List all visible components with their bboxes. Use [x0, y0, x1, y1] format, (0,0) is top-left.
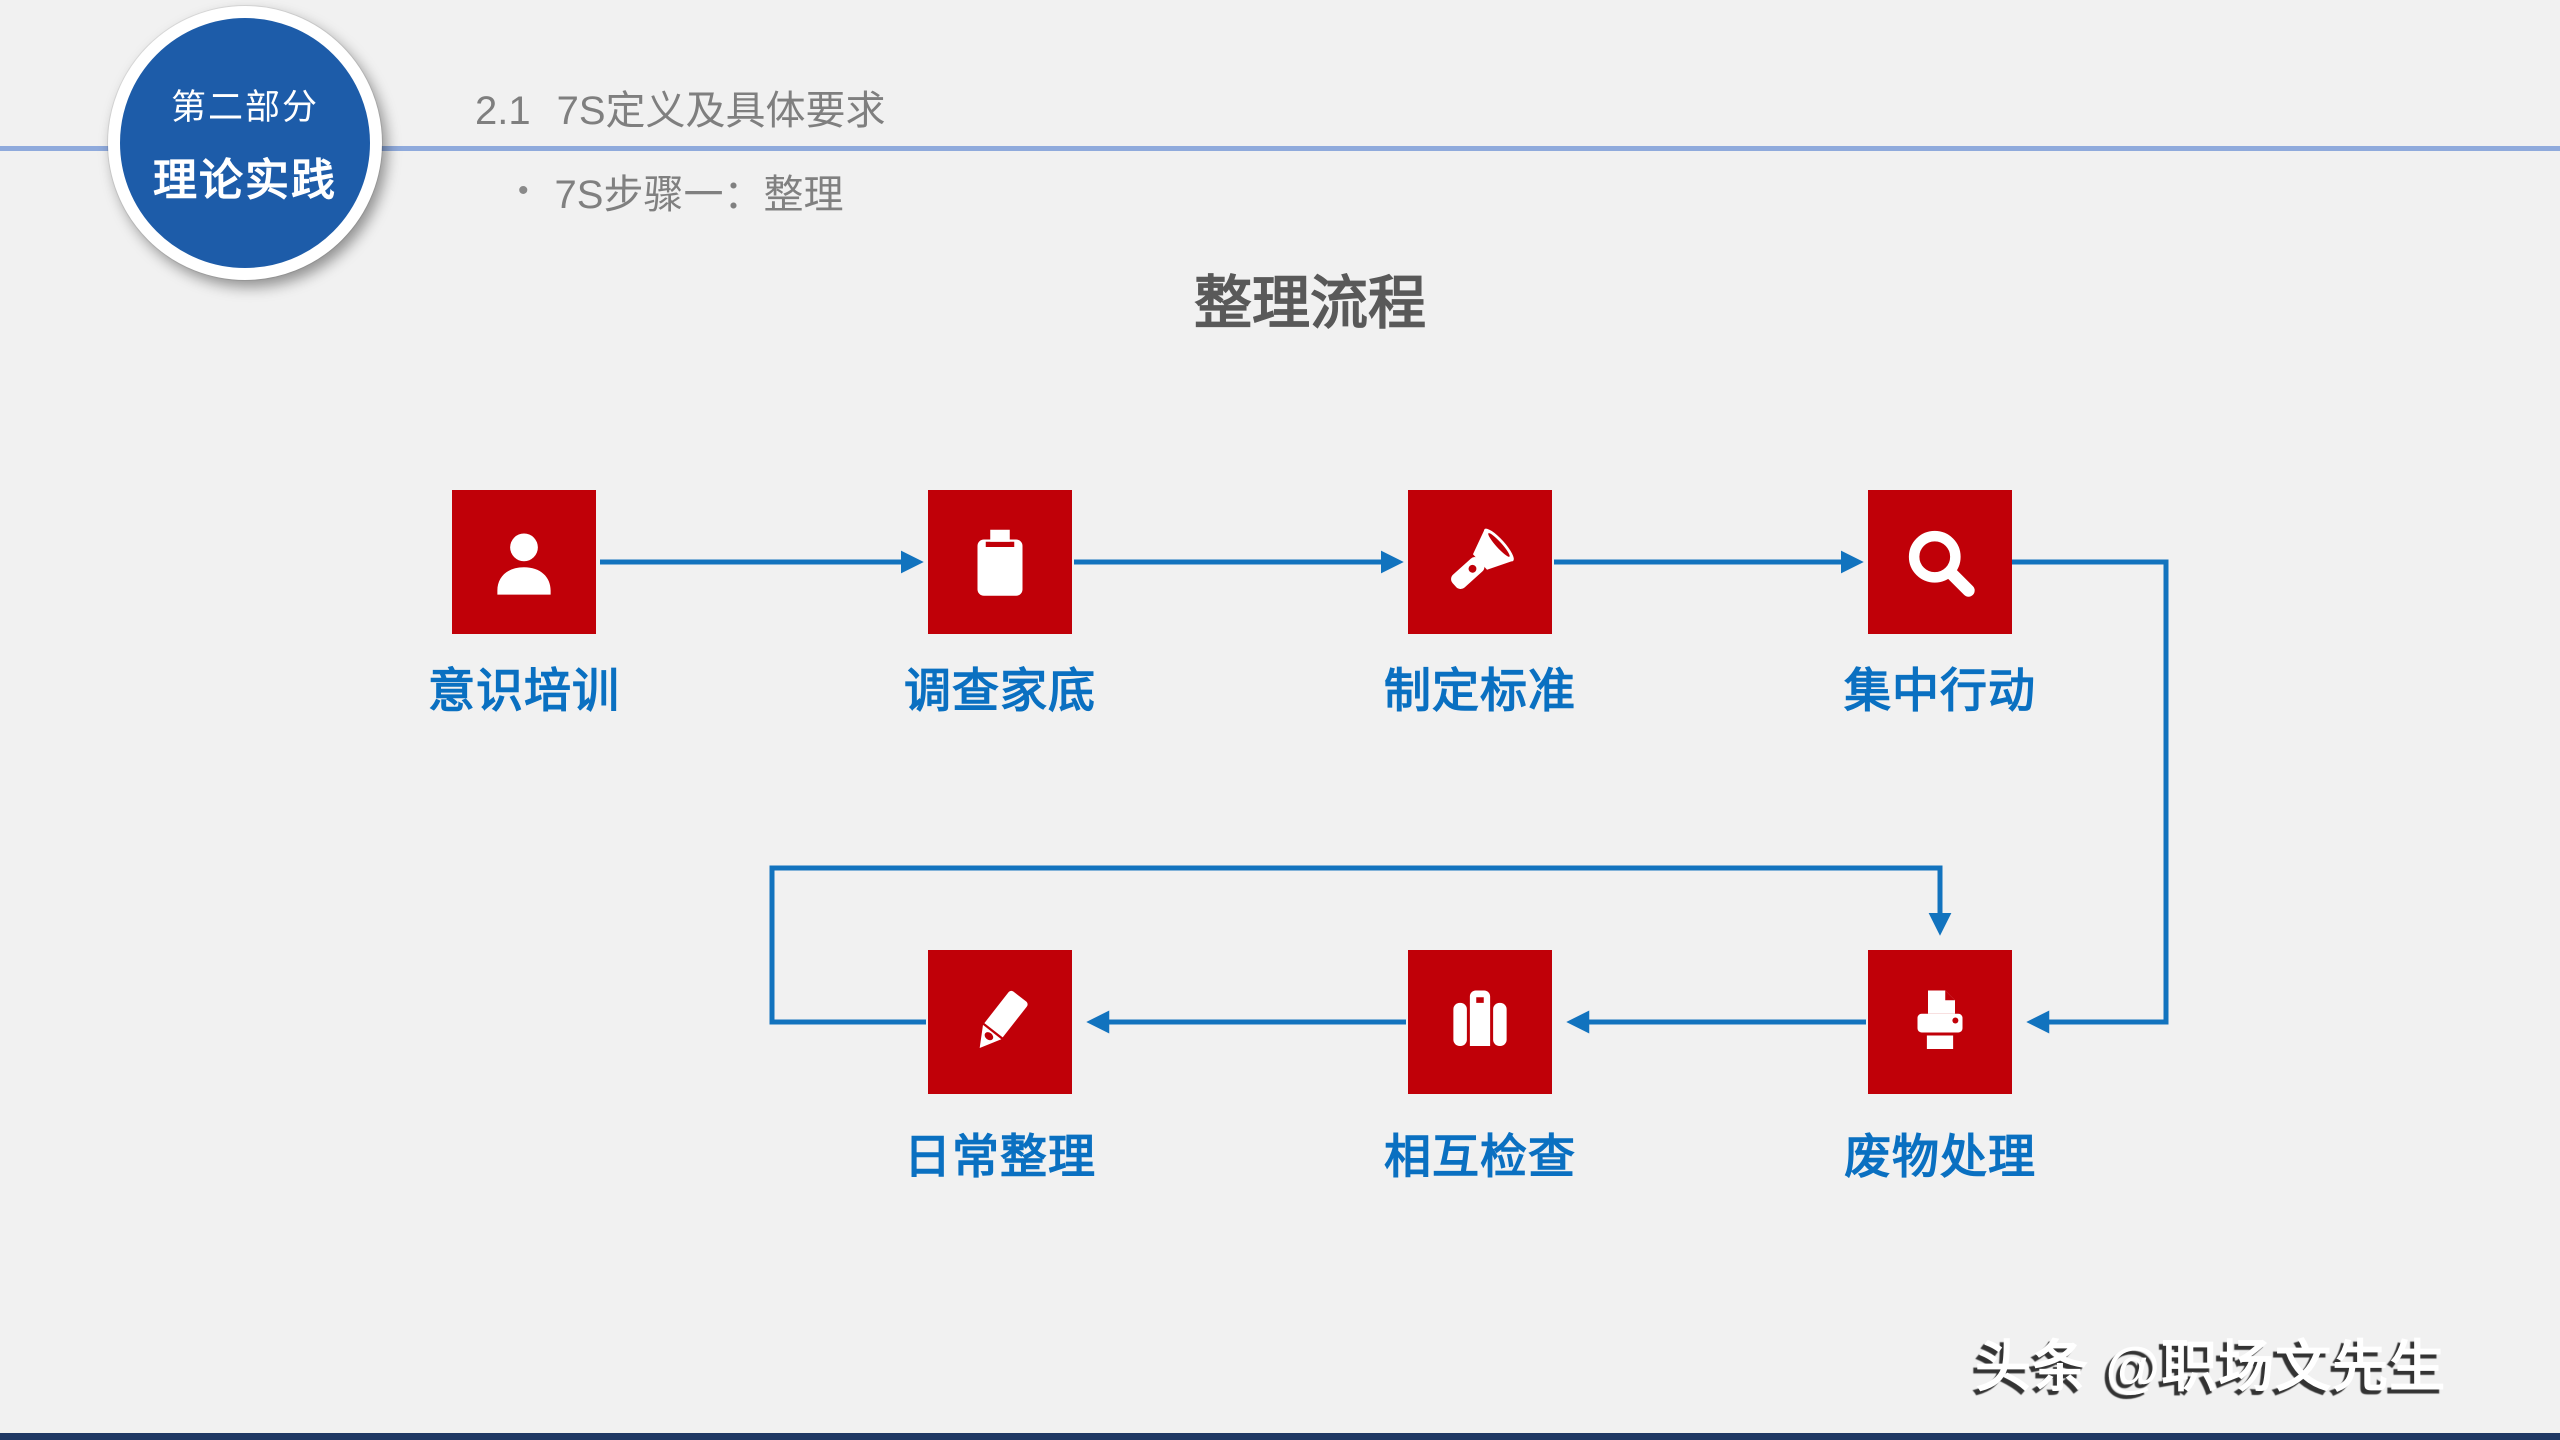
- flow-label-waste-disposal: 废物处理: [1844, 1130, 2036, 1183]
- bottom-edge-bar: [0, 1433, 2560, 1440]
- flow-node-awareness-training: [452, 490, 596, 634]
- user-icon: [479, 517, 569, 607]
- arrow-loop: [769, 865, 1952, 1025]
- clipboard-icon: [955, 517, 1045, 607]
- flow-label-survey: 调查家底: [904, 664, 1096, 717]
- flow-node-daily-tidy: [928, 950, 1072, 1094]
- search-icon: [1895, 517, 1985, 607]
- diagram-title: 整理流程: [1193, 271, 1426, 336]
- flow-label-mutual-check: 相互检查: [1384, 1130, 1576, 1183]
- section-title: 7S定义及具体要求: [556, 89, 886, 133]
- flow-label-action: 集中行动: [1844, 664, 2036, 717]
- flow-node-survey: [928, 490, 1072, 634]
- briefcase-icon: [1435, 977, 1525, 1067]
- arrow-4: [2012, 559, 2169, 1034]
- printer-icon: [1895, 977, 1985, 1067]
- flow-label-standards: 制定标准: [1384, 664, 1576, 717]
- flow-label-daily-tidy: 日常整理: [904, 1130, 1096, 1183]
- section-badge: 第二部分 理论实践: [108, 6, 382, 280]
- flow-node-mutual-check: [1408, 950, 1552, 1094]
- flashlight-icon: [1435, 517, 1525, 607]
- flow-node-waste-disposal: [1868, 950, 2012, 1094]
- bullet-text: 7S步骤一：整理: [554, 173, 844, 217]
- watermark: 头条 @职场文先生: [1975, 1335, 2447, 1398]
- header-divider-line: [0, 146, 2560, 151]
- section-header: 2.1 7S定义及具体要求: [475, 78, 886, 136]
- flow-label-awareness-training: 意识培训: [428, 664, 620, 717]
- pencil-icon: [955, 977, 1045, 1067]
- section-number: 2.1: [475, 89, 531, 133]
- section-badge-name: 理论实践: [153, 155, 337, 205]
- section-badge-part: 第二部分: [170, 87, 319, 127]
- bullet-marker: •: [518, 174, 529, 207]
- bullet-line: • 7S步骤一：整理: [518, 162, 843, 220]
- flow-node-action: [1868, 490, 2012, 634]
- flow-node-standards: [1408, 490, 1552, 634]
